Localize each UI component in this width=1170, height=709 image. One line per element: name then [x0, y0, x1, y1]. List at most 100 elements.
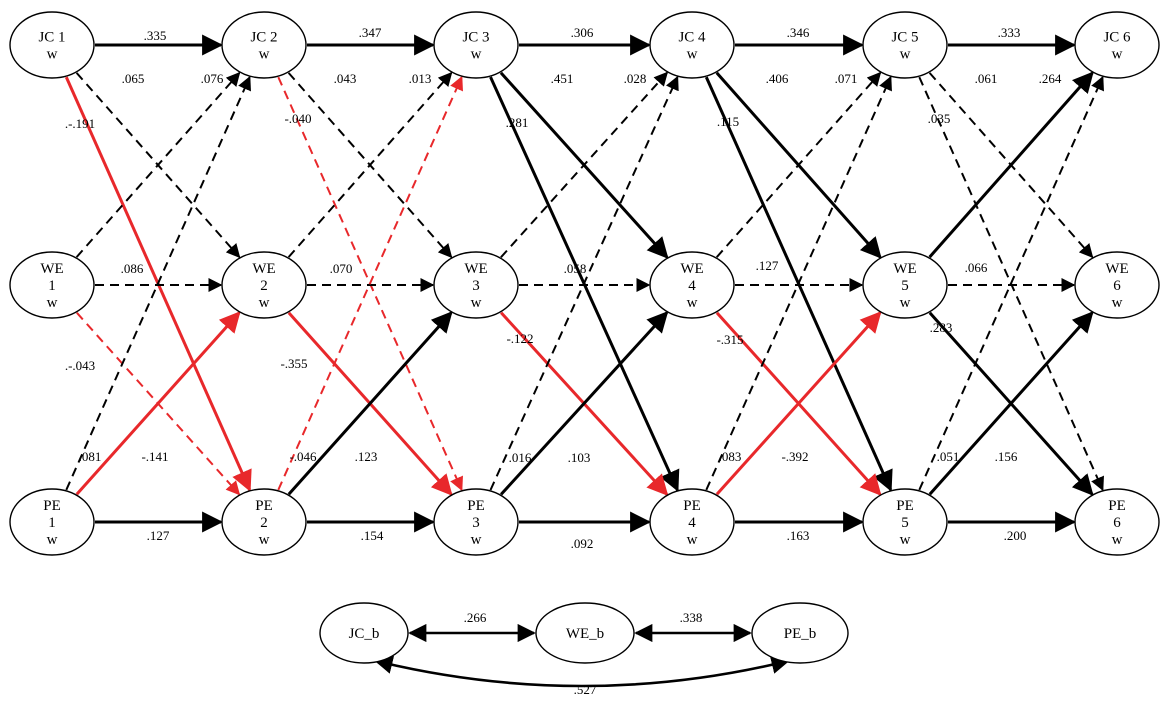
node-pe2-ellipse: [221, 488, 307, 556]
coef-we5-to-pe6: .283: [930, 320, 953, 335]
path-pe5-to-jc6: [918, 75, 1104, 491]
coef-we3-to-pe4: -.122: [506, 331, 533, 346]
coef-pe1-to-jc2: .081: [79, 449, 102, 464]
coef-we4-to-jc5: .071: [835, 71, 858, 86]
path-pe5-to-we6: [928, 311, 1094, 496]
path-we3-to-jc4: [500, 71, 669, 258]
node-pe1-ellipse: [9, 488, 95, 556]
coef-jc5-to-we6: .061: [975, 71, 998, 86]
coef-jc4-to-we5: .406: [766, 71, 789, 86]
node-jc1-label-0: JC 1: [38, 30, 65, 46]
node-we2-label-2: w: [259, 295, 270, 311]
coef-pe3-to-pe4: .092: [571, 536, 594, 551]
path-pe4-to-we5: [715, 311, 882, 496]
node-we3-label-1: 3: [472, 278, 480, 294]
node-pe5-label-2: w: [900, 532, 911, 548]
node-we6-label-0: WE: [1105, 261, 1128, 277]
node-we6-label-2: w: [1112, 295, 1123, 311]
edge-labels-layer: .335.065.-.191.076.086.-.043.081-.141.12…: [65, 25, 1062, 697]
coef-we4-to-we5: .127: [756, 258, 779, 273]
node-we3-ellipse: [433, 251, 519, 319]
node-pe3-label-0: PE: [467, 498, 485, 514]
node-jc2: JC 2w: [221, 11, 307, 79]
corr-jcb-peb: [374, 656, 790, 688]
coef-jc4-to-pe5: .115: [717, 114, 739, 129]
node-peb-ellipse: [751, 602, 849, 664]
coef-jc1-to-jc2: .335: [144, 28, 167, 43]
node-pe4-label-2: w: [687, 532, 698, 548]
node-we5-ellipse: [862, 251, 948, 319]
coef-we2-to-jc3: .013: [409, 71, 432, 86]
path-pe2-to-we3: [287, 311, 453, 496]
coef-jc3-to-jc4: .306: [571, 25, 594, 40]
node-pe6-ellipse: [1074, 488, 1160, 556]
node-pe4-label-1: 4: [688, 515, 696, 531]
node-peb-label-0: PE_b: [784, 626, 817, 642]
node-we6-ellipse: [1074, 251, 1160, 319]
coef-we2-to-pe3: -.355: [280, 356, 307, 371]
node-we4-label-0: WE: [680, 261, 703, 277]
node-web: WE_b: [535, 602, 635, 664]
coef-jc3-to-we4: .451: [551, 71, 574, 86]
path-pe1-to-we2: [75, 311, 241, 496]
corr-label-jcb-web: .266: [464, 610, 487, 625]
coef-pe4-to-pe5: .163: [787, 528, 810, 543]
node-pe3-ellipse: [433, 488, 519, 556]
path-pe4-to-jc5: [705, 75, 892, 491]
node-pe3-label-2: w: [471, 532, 482, 548]
node-we6-label-1: 6: [1113, 278, 1121, 294]
node-jcb-label-0: JC_b: [349, 626, 380, 642]
path-we2-to-jc3: [287, 71, 453, 258]
node-pe2-label-0: PE: [255, 498, 273, 514]
coef-pe2-to-jc3: -.046: [289, 449, 317, 464]
node-we3-label-2: w: [471, 295, 482, 311]
node-jc2-label-0: JC 2: [250, 30, 277, 46]
node-jc3: JC 3w: [433, 11, 519, 79]
node-jc4-ellipse: [649, 11, 735, 79]
coef-we2-to-we3: .070: [330, 261, 353, 276]
coef-we3-to-we4: .058: [564, 261, 587, 276]
node-web-ellipse: [535, 602, 635, 664]
coef-jc1-to-pe2: .-.191: [65, 116, 95, 131]
coef-pe4-to-we5: -.392: [781, 449, 808, 464]
path-we4-to-jc5: [715, 71, 882, 258]
coef-jc1-to-we2: .065: [122, 71, 145, 86]
coef-pe4-to-jc5: .083: [719, 449, 742, 464]
coef-jc2-to-pe3: -.040: [284, 111, 311, 126]
path-pe3-to-jc4: [489, 75, 679, 491]
path-pe2-to-jc3: [277, 75, 463, 491]
node-jc1-label-1: w: [47, 47, 58, 63]
node-jc6: JC 6w: [1074, 11, 1160, 79]
node-we2-label-0: WE: [252, 261, 275, 277]
coef-we1-to-we2: .086: [121, 261, 144, 276]
node-peb: PE_b: [751, 602, 849, 664]
node-pe1-label-2: w: [47, 532, 58, 548]
path-we1-to-jc2: [75, 71, 241, 258]
coef-jc2-to-jc3: .347: [359, 25, 382, 40]
node-jc6-ellipse: [1074, 11, 1160, 79]
node-jc1: JC 1w: [9, 11, 95, 79]
node-we1-label-1: 1: [48, 278, 56, 294]
node-we5-label-2: w: [900, 295, 911, 311]
node-pe3-label-1: 3: [472, 515, 480, 531]
node-jc5-label-1: w: [900, 47, 911, 63]
node-pe6-label-1: 6: [1113, 515, 1121, 531]
coef-pe3-to-we4: .103: [568, 450, 591, 465]
edges-layer: [64, 34, 1104, 533]
node-pe2-label-2: w: [259, 532, 270, 548]
node-pe1-label-1: 1: [48, 515, 56, 531]
path-pe3-to-we4: [499, 311, 669, 496]
node-jc6-label-0: JC 6: [1103, 30, 1131, 46]
node-jc4-label-0: JC 4: [678, 30, 706, 46]
coef-we5-to-we6: .066: [965, 260, 988, 275]
node-jc3-label-0: JC 3: [462, 30, 489, 46]
node-pe4-ellipse: [649, 488, 735, 556]
coef-jc3-to-pe4: .281: [506, 115, 529, 130]
